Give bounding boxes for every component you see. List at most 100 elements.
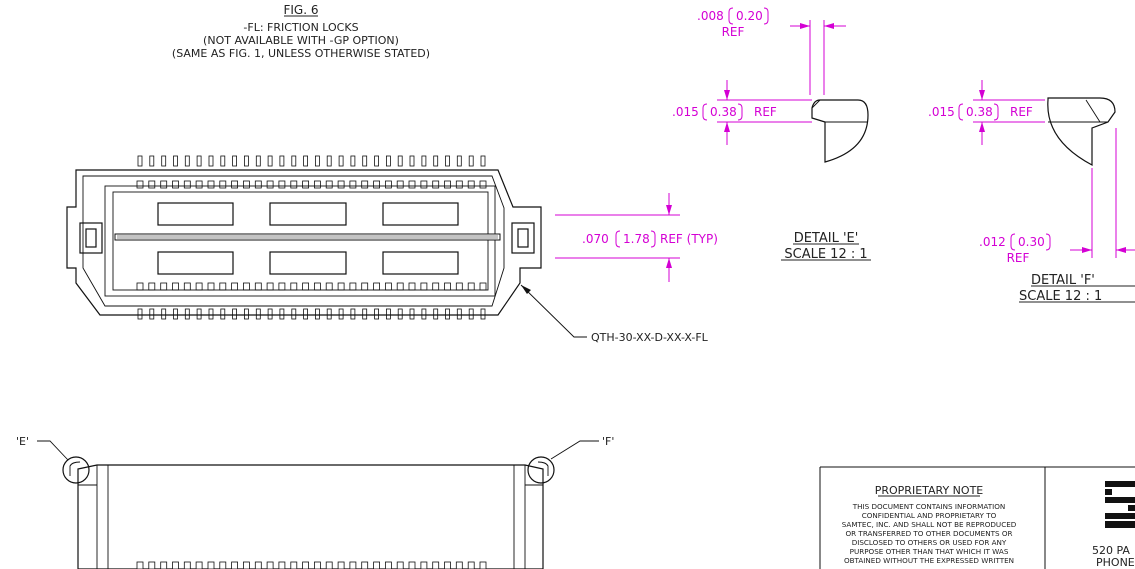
pin-bottom-inner bbox=[195, 282, 203, 291]
dim-e-top-metric: 0.20 bbox=[736, 9, 763, 23]
detail-e-view: .008 0.20 REF .015 0.38 REF DETAIL 'E' S… bbox=[672, 7, 871, 262]
pin-bottom-outer bbox=[421, 308, 427, 320]
pin-bottom-outer bbox=[385, 308, 391, 320]
side-pin bbox=[302, 561, 310, 569]
pin-top-inner bbox=[455, 180, 463, 189]
dim-f-bottom-ref: REF bbox=[1007, 251, 1030, 265]
dim-070-value: .070 bbox=[582, 232, 609, 246]
detail-f-shape bbox=[1047, 97, 1116, 166]
pin-top-inner bbox=[254, 180, 262, 189]
dim-e-side-arrow-top bbox=[724, 90, 730, 100]
pin-top-outer bbox=[267, 155, 273, 167]
pin-top-inner bbox=[396, 180, 404, 189]
dim-f-side-value: .015 bbox=[928, 105, 955, 119]
dim-f-bottom-arrow-left bbox=[1082, 247, 1092, 253]
side-pin bbox=[325, 561, 333, 569]
pin-top-outer bbox=[397, 155, 403, 167]
pin-top-inner bbox=[325, 180, 333, 189]
pin-top-inner bbox=[266, 180, 274, 189]
pin-top-outer bbox=[480, 155, 486, 167]
pin-top-inner bbox=[432, 180, 440, 189]
dim-e-top-arrow-left bbox=[800, 23, 810, 29]
pin-bottom-inner bbox=[148, 282, 156, 291]
pin-top-outer bbox=[291, 155, 297, 167]
pin-bottom-outer bbox=[362, 308, 368, 320]
pin-bottom-inner bbox=[325, 282, 333, 291]
pin-top-outer bbox=[468, 155, 474, 167]
detail-f-marker: 'F' bbox=[602, 435, 614, 448]
pin-bottom-inner bbox=[455, 282, 463, 291]
side-pin bbox=[136, 561, 144, 569]
window-top-1 bbox=[157, 202, 234, 226]
pin-top-outer bbox=[314, 155, 320, 167]
pin-bottom-inner bbox=[408, 282, 416, 291]
fig-label: FIG. 6 bbox=[283, 3, 318, 17]
pin-bottom-inner bbox=[219, 282, 227, 291]
pin-top-inner bbox=[219, 180, 227, 189]
pin-top-outer bbox=[362, 155, 368, 167]
dim-070-bracket-left bbox=[615, 230, 621, 248]
pin-top-inner bbox=[183, 180, 191, 189]
pin-top-outer bbox=[338, 155, 344, 167]
pin-top-inner bbox=[361, 180, 369, 189]
lock-ear-right bbox=[511, 222, 535, 254]
pin-bottom-inner bbox=[313, 282, 321, 291]
dim-e-top-arrow-right bbox=[824, 23, 834, 29]
side-pin bbox=[254, 561, 262, 569]
dim-e-side-value: .015 bbox=[672, 105, 699, 119]
pin-bottom-outer bbox=[456, 308, 462, 320]
pin-bottom-outer bbox=[184, 308, 190, 320]
pin-bottom-outer bbox=[350, 308, 356, 320]
pin-bottom-inner bbox=[266, 282, 274, 291]
side-pin bbox=[349, 561, 357, 569]
pin-bottom-inner bbox=[467, 282, 475, 291]
side-pin bbox=[242, 561, 250, 569]
detail-e-circle-profile bbox=[69, 461, 81, 476]
pin-bottom-outer bbox=[232, 308, 238, 320]
side-pin bbox=[396, 561, 404, 569]
pin-top-inner bbox=[160, 180, 168, 189]
pin-top-inner bbox=[420, 180, 428, 189]
header-line-3: (SAME AS FIG. 1, UNLESS OTHERWISE STATED… bbox=[172, 47, 430, 60]
pin-top-outer bbox=[421, 155, 427, 167]
pin-top-inner bbox=[172, 180, 179, 189]
pin-top-inner bbox=[408, 180, 416, 189]
pin-top-inner bbox=[302, 180, 310, 189]
pin-bottom-inner bbox=[242, 282, 250, 291]
pin-bottom-outer bbox=[409, 308, 415, 320]
connector-inner-body bbox=[82, 175, 505, 307]
pin-bottom-inner bbox=[373, 282, 381, 291]
pin-bottom-inner bbox=[384, 282, 392, 291]
side-pin-row bbox=[136, 561, 487, 569]
detail-f-scale: SCALE 12 : 1 bbox=[1019, 289, 1102, 304]
side-pin bbox=[384, 561, 392, 569]
pin-bottom-inner bbox=[278, 282, 286, 291]
side-pin bbox=[408, 561, 416, 569]
dim-070-bracket-right bbox=[650, 230, 656, 248]
pin-bottom-outer bbox=[326, 308, 332, 320]
pin-bottom-outer bbox=[161, 308, 167, 320]
proprietary-line: CONFIDENTIAL AND PROPRIETARY TO bbox=[862, 511, 997, 520]
side-pin bbox=[479, 561, 487, 569]
pin-bottom-outer bbox=[338, 308, 344, 320]
pin-row-top-outer bbox=[137, 155, 486, 167]
side-pin bbox=[313, 561, 321, 569]
pin-top-outer bbox=[445, 155, 450, 167]
pin-top-outer bbox=[161, 155, 167, 167]
pin-top-outer bbox=[255, 155, 261, 167]
pin-bottom-outer bbox=[267, 308, 273, 320]
pin-bottom-outer bbox=[149, 308, 155, 320]
pin-top-outer bbox=[232, 155, 238, 167]
pin-bottom-outer bbox=[480, 308, 486, 320]
pin-bottom-outer bbox=[374, 308, 380, 320]
pin-top-outer bbox=[149, 155, 155, 167]
lock-ear-right-inner bbox=[517, 228, 529, 248]
pin-bottom-inner bbox=[183, 282, 191, 291]
pin-top-inner bbox=[207, 180, 215, 189]
dim-e-side-bracket-right bbox=[737, 103, 743, 121]
pin-bottom-outer bbox=[208, 308, 214, 320]
pin-top-outer bbox=[433, 155, 439, 167]
pin-bottom-outer bbox=[468, 308, 474, 320]
dim-e-top-bracket-right bbox=[763, 7, 769, 25]
side-outer-body bbox=[77, 464, 544, 569]
